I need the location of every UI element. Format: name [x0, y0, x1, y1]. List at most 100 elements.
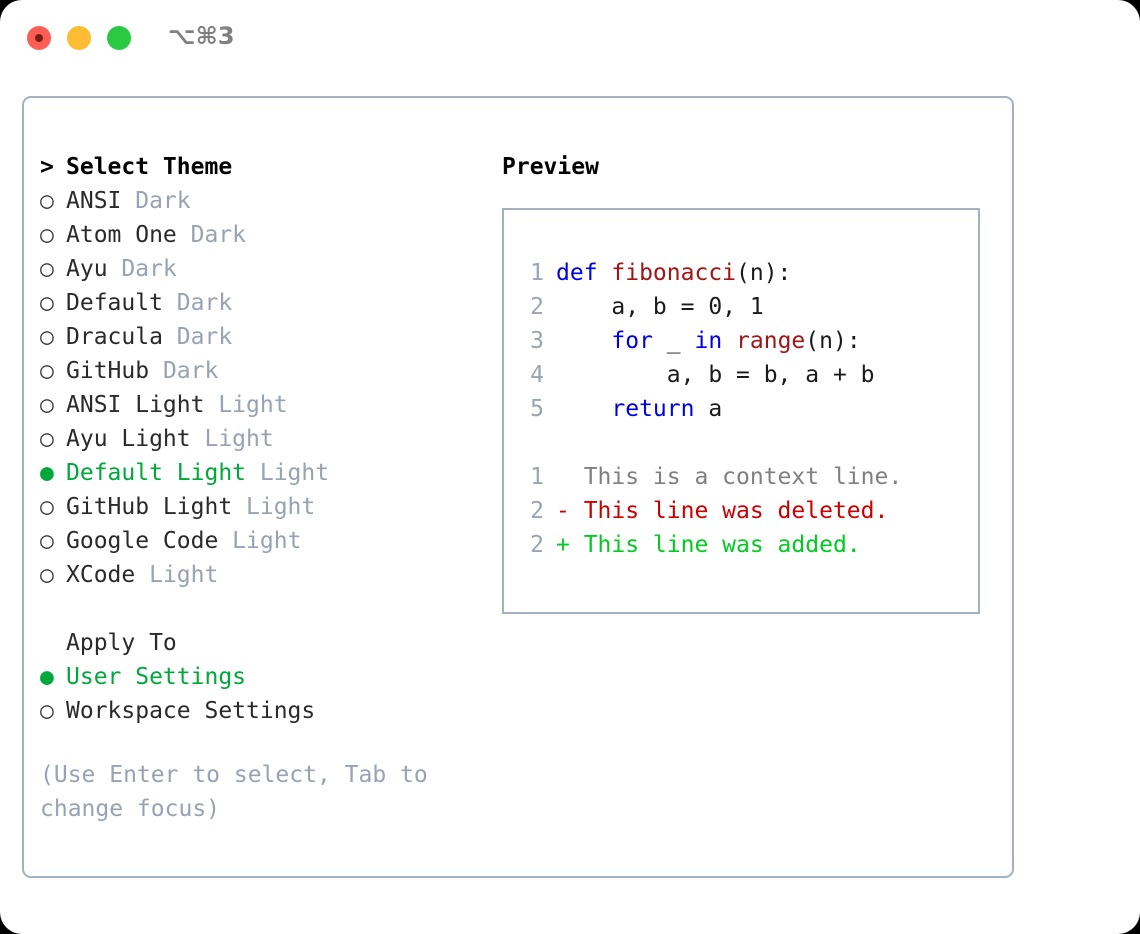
theme-option-label: Ayu Light: [66, 426, 191, 452]
code-diff-separator: [522, 426, 978, 460]
apply-to-options-list: ● User Settings ○ Workspace Settings: [40, 660, 480, 728]
code-token: in: [694, 328, 723, 354]
theme-option-github-light[interactable]: ○ GitHub Light Light: [40, 490, 480, 524]
theme-option-label: Default Light: [66, 460, 247, 486]
line-number: 2: [530, 532, 544, 558]
theme-list-column: > Select Theme ○ ANSI Dark ○ Atom One Dark ○ A…: [40, 150, 480, 826]
theme-option-xcode[interactable]: ○ XCode Light: [40, 558, 480, 592]
radio-selected-icon[interactable]: ●: [40, 664, 54, 690]
theme-option-variant-badge: Light: [232, 494, 316, 520]
theme-option-variant-badge: Light: [204, 392, 288, 418]
theme-option-variant-badge: Light: [190, 426, 274, 452]
code-token: fibonacci: [611, 260, 737, 286]
theme-option-dracula[interactable]: ○Dracula Dark: [40, 320, 480, 354]
radio-unselected-icon[interactable]: ○: [40, 494, 54, 520]
apply-to-option-label: Workspace Settings: [66, 698, 316, 724]
radio-unselected-icon[interactable]: ○: [40, 698, 54, 724]
code-token: (n):: [736, 260, 792, 286]
diff-sample: 1 This is a context line. 2 - This line wa…: [522, 460, 978, 562]
line-number: 1: [530, 260, 544, 286]
theme-option-variant-badge: Dark: [176, 222, 247, 248]
apply-to-option-label: User Settings: [66, 664, 247, 690]
radio-unselected-icon[interactable]: ○: [40, 222, 54, 248]
radio-selected-icon[interactable]: ●: [40, 460, 54, 486]
theme-option-atom-one[interactable]: ○ Atom One Dark: [40, 218, 480, 252]
theme-option-github[interactable]: ○ GitHub Dark: [40, 354, 480, 388]
code-token: [722, 328, 736, 354]
preview-title: Preview: [502, 154, 599, 180]
theme-option-ansi-light[interactable]: ○ ANSI Light Light: [40, 388, 480, 422]
list-spacer: [40, 592, 480, 626]
code-token: a, b = 0, 1: [556, 294, 764, 320]
diff-line-add: 2 + This line was added.: [522, 528, 978, 562]
radio-unselected-icon[interactable]: ○: [40, 426, 54, 452]
radio-unselected-icon[interactable]: ○: [40, 528, 54, 554]
radio-unselected-icon[interactable]: ○: [40, 290, 54, 316]
diff-line-ctx: 1 This is a context line.: [522, 460, 978, 494]
theme-option-ansi[interactable]: ○ ANSI Dark: [40, 184, 480, 218]
code-token: a: [694, 396, 723, 422]
code-token: _: [652, 328, 695, 354]
theme-option-label: Ayu: [66, 256, 108, 282]
radio-unselected-icon[interactable]: ○: [40, 392, 54, 418]
window-controls: [27, 26, 131, 50]
theme-option-variant-badge: Dark: [149, 358, 219, 384]
keyboard-shortcut-label: ⌥⌘3: [168, 22, 235, 50]
select-theme-header-label: Select Theme: [66, 154, 233, 180]
theme-option-label: Default: [66, 290, 163, 316]
theme-option-variant-badge: Light: [246, 460, 330, 486]
minimize-button[interactable]: [67, 26, 91, 50]
theme-option-google-code[interactable]: ○Google Code Light: [40, 524, 480, 558]
line-number: 3: [530, 328, 544, 354]
close-button[interactable]: [27, 26, 51, 50]
code-line: 3 for _ in range(n):: [522, 324, 978, 358]
theme-option-label: GitHub Light: [66, 494, 233, 520]
theme-option-variant-badge: Light: [218, 528, 302, 554]
theme-option-variant-badge: Light: [135, 562, 219, 588]
apply-to-option-workspace-settings[interactable]: ○ Workspace Settings: [40, 694, 480, 728]
theme-option-label: Dracula: [66, 324, 163, 350]
line-number: 1: [530, 464, 544, 490]
theme-option-label: ANSI: [66, 188, 122, 214]
apply-to-option-user-settings[interactable]: ● User Settings: [40, 660, 480, 694]
theme-option-label: GitHub: [66, 358, 150, 384]
code-token: [556, 396, 611, 422]
code-token: def: [556, 260, 612, 286]
code-token: [556, 328, 611, 354]
theme-option-variant-badge: Dark: [162, 290, 233, 316]
code-line: 2 a, b = 0, 1: [522, 290, 978, 324]
prompt-caret-icon: >: [40, 154, 54, 180]
code-line: 5 return a: [522, 392, 978, 426]
theme-option-label: ANSI Light: [66, 392, 205, 418]
title-bar: ⌥⌘3: [0, 0, 1140, 78]
radio-unselected-icon[interactable]: ○: [40, 358, 54, 384]
code-token: for: [611, 328, 653, 354]
diff-line-text: - This line was deleted.: [556, 498, 889, 524]
radio-unselected-icon[interactable]: ○: [40, 324, 54, 350]
theme-option-variant-badge: Dark: [107, 256, 177, 282]
theme-option-default-light[interactable]: ● Default Light Light: [40, 456, 480, 490]
theme-option-default[interactable]: ○ Default Dark: [40, 286, 480, 320]
line-number: 2: [530, 498, 544, 524]
theme-option-variant-badge: Dark: [121, 188, 191, 214]
radio-unselected-icon[interactable]: ○: [40, 188, 54, 214]
theme-option-ayu[interactable]: ○ Ayu Dark: [40, 252, 480, 286]
line-number: 2: [530, 294, 544, 320]
line-number: 4: [530, 362, 544, 388]
theme-selector-panel: > Select Theme ○ ANSI Dark ○ Atom One Dark ○ A…: [22, 96, 1014, 878]
code-token: (n):: [805, 328, 861, 354]
theme-option-label: XCode: [66, 562, 136, 588]
theme-option-ayu-light[interactable]: ○ Ayu Light Light: [40, 422, 480, 456]
radio-unselected-icon[interactable]: ○: [40, 256, 54, 282]
theme-option-label: Atom One: [66, 222, 177, 248]
radio-unselected-icon[interactable]: ○: [40, 562, 54, 588]
code-line: 1 def fibonacci(n):: [522, 256, 978, 290]
diff-line-text: + This line was added.: [556, 532, 861, 558]
code-line: 4 a, b = b, a + b: [522, 358, 978, 392]
maximize-button[interactable]: [107, 26, 131, 50]
select-theme-header: > Select Theme: [40, 150, 480, 184]
